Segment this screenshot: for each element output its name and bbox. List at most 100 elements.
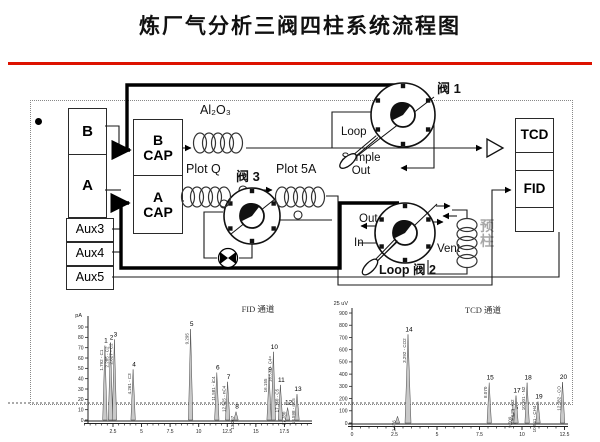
valve-port: [228, 226, 233, 231]
valve-2: [361, 202, 438, 276]
needle-valve-icon: [217, 247, 239, 269]
valve3-label: 阀 3: [236, 169, 260, 184]
peak-retention-label: 12.525 - nC4: [222, 385, 227, 412]
peak-number: 9: [268, 367, 272, 374]
valve1-label: 阀 1: [437, 81, 461, 96]
x-tick-label: 12.5: [222, 429, 232, 435]
chart-title: TCD 通道: [465, 305, 502, 315]
peak-number: 8: [235, 404, 239, 411]
y-tick-label: 300: [339, 384, 348, 390]
peak-number: 6: [216, 364, 220, 371]
aux3-box: Aux3: [66, 218, 114, 242]
peak-number: 11: [278, 377, 285, 384]
fid-detector-box: FID: [515, 170, 554, 208]
x-tick-label: 12.5: [560, 432, 570, 438]
peak: [270, 351, 276, 421]
peak-number: 10: [271, 344, 279, 351]
sample-syringe: [361, 238, 398, 276]
peak-number: 20: [560, 374, 568, 381]
valve-port: [228, 201, 233, 206]
peak-number: 19: [535, 394, 543, 401]
peak-number: 15: [487, 375, 495, 382]
y-tick-label: 80: [78, 335, 84, 341]
peak-number: 2: [110, 335, 114, 342]
column-a-cap-box: A CAP: [133, 175, 183, 234]
peak: [294, 394, 300, 421]
sample-syringe: [339, 135, 379, 169]
peak: [130, 369, 136, 421]
y-tick-label: 800: [339, 323, 348, 329]
peak-retention-label: 9.649 - O2: [510, 399, 515, 421]
peak-retention-label: 13.267: [230, 415, 235, 429]
y-tick-label: 40: [78, 376, 84, 382]
y-tick-label: 10: [78, 407, 84, 413]
peak: [102, 345, 108, 421]
peak: [394, 415, 401, 424]
x-tick-label: 2.5: [391, 432, 398, 438]
y-tick-label: 50: [78, 366, 84, 372]
valve-port: [379, 244, 384, 249]
x-tick-label: 5: [436, 432, 439, 438]
peak-retention-label: 9.295: [185, 333, 190, 345]
plot-5a-coil: [274, 186, 326, 208]
plot-q-column-label: Plot Q: [186, 162, 221, 176]
peak-retention-label: 10.301 - N2: [521, 386, 526, 410]
peak-retention-label: 2.627 - C2: [108, 343, 113, 365]
column-coils: [180, 132, 478, 269]
peak: [486, 382, 492, 424]
peak-number: 14: [405, 326, 413, 333]
y-tick-label: 70: [78, 345, 84, 351]
aux4-box: Aux4: [66, 242, 114, 266]
carrier-gas-b-box: B: [68, 108, 107, 156]
plot-q-coil: [180, 186, 232, 208]
y-tick-label: 200: [339, 396, 348, 402]
valve-port: [402, 203, 408, 209]
peak-number: 3: [114, 331, 118, 338]
y-tick-label: 100: [339, 409, 348, 415]
peak-retention-label: 1.792 - C1: [99, 349, 104, 371]
valve-port: [249, 238, 255, 244]
valve-3: [223, 187, 281, 245]
peak-number: 13: [294, 386, 302, 393]
peak: [225, 381, 231, 421]
peak: [535, 401, 541, 424]
y-unit-label: pA: [75, 313, 82, 319]
y-unit-label: 25 uV: [334, 301, 349, 307]
peak: [513, 395, 519, 424]
peak-retention-label: 16.537 - C4=: [267, 355, 272, 382]
peak-retention-label: 8.070: [483, 386, 488, 398]
peak-number: 1: [104, 338, 108, 345]
peak-number: 7: [227, 374, 231, 381]
valve-port: [375, 127, 381, 132]
x-tick-label: 10: [196, 429, 202, 435]
precolumn-label: 预 柱: [480, 218, 494, 250]
precolumn-coil: [456, 217, 478, 269]
peak-retention-label: 12.382 - CO: [556, 386, 561, 411]
peak-number: 5: [190, 321, 194, 328]
peak: [277, 384, 283, 421]
peak: [108, 342, 113, 421]
x-tick-label: 5: [140, 429, 143, 435]
peak: [285, 407, 291, 421]
bullet-point: [35, 118, 42, 125]
peak-retention-label: 17.150 - C5: [274, 388, 279, 412]
peak-number: 17: [513, 388, 521, 395]
chart-title: FID 通道: [242, 304, 275, 314]
peak-number: 12: [285, 400, 293, 407]
peak: [404, 334, 412, 424]
valve-port: [400, 83, 406, 89]
aux5-box: Aux5: [66, 266, 114, 290]
peak-number: 4: [132, 361, 136, 368]
valve-port: [271, 226, 276, 231]
y-tick-label: 600: [339, 347, 348, 353]
x-tick-label: 17.5: [280, 429, 290, 435]
y-tick-label: 0: [81, 418, 84, 424]
vent-port-label: Vent: [437, 243, 461, 255]
peak-retention-label: 3.292 - CO2: [402, 338, 407, 363]
flow-lines: [105, 111, 560, 286]
peak-retention-label: 2.285 - C2: [105, 346, 110, 368]
